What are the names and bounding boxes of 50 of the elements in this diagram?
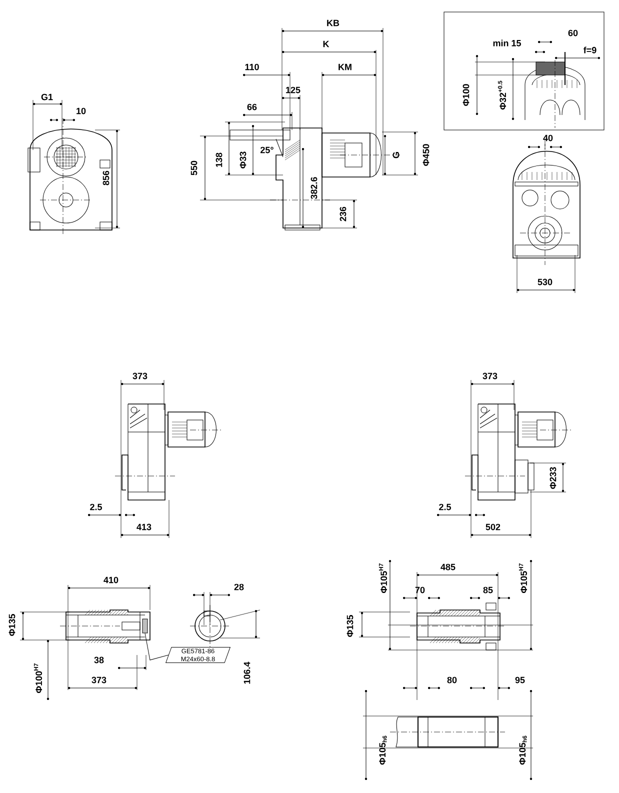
dimension-label: 2.5 <box>439 504 451 510</box>
dimension-label: f=9 <box>584 46 596 54</box>
dimension-label: 856 <box>102 170 110 186</box>
dimension-label: 138 <box>216 152 222 167</box>
leader-line <box>144 633 169 660</box>
dimension-label: 125 <box>286 86 300 94</box>
dimension-label: 40 <box>543 134 553 142</box>
dimension-label: 10 <box>76 108 86 114</box>
dimension-label: KB <box>327 20 340 26</box>
dimension-label: 382.6 <box>310 177 318 200</box>
dimension-label: KM <box>338 64 352 70</box>
dimension-label: K <box>323 40 330 48</box>
dimension-label: G1 <box>41 94 53 100</box>
dimension-label: 485 <box>440 564 456 570</box>
dimension-label: 85 <box>483 586 493 594</box>
dimension-label: 410 <box>104 576 118 584</box>
dimension-label: 70 <box>415 586 425 594</box>
dimension-label: 373 <box>132 372 148 380</box>
dimension-label: Φ450 <box>422 144 430 166</box>
dimension-label: Φ32$^{+0.5}$ <box>498 80 506 110</box>
dimension-label: Φ100 <box>462 84 470 106</box>
bolt-head <box>142 618 148 634</box>
dimension-label: 236 <box>340 206 346 222</box>
dimension-label: Φ100$^{H7}$ <box>34 663 42 694</box>
dimension-label: Φ105$^{H7}$ <box>378 563 388 594</box>
dimension-label: 550 <box>190 160 198 176</box>
dimension-label: 373 <box>482 372 498 380</box>
dimension-label: Φ33 <box>240 152 246 168</box>
dimension-label: Φ105$_{h6}$ <box>519 736 527 765</box>
dimension-label: 80 <box>447 676 457 684</box>
dimension-label: 106.4 <box>244 662 250 684</box>
dimension-label: 28 <box>234 584 244 590</box>
dimension-label: 66 <box>247 104 257 110</box>
dimension-label: 502 <box>486 524 500 530</box>
dimension-label: 60 <box>568 30 578 36</box>
dimension-label: Φ135 <box>346 615 354 637</box>
dimension-label: 38 <box>94 656 104 664</box>
dimension-label: 110 <box>245 64 259 70</box>
dimension-label: Φ135 <box>8 614 16 636</box>
dimension-label: 373 <box>92 676 106 684</box>
dimension-label: 25° <box>260 146 274 154</box>
dimension-label: Φ105$^{H7}$ <box>519 563 528 594</box>
dimension-label: 413 <box>136 524 152 530</box>
dimension-label: 2.5 <box>90 504 102 510</box>
dimension-label: Φ233 <box>550 467 556 489</box>
dimension-label: 530 <box>538 278 552 286</box>
dimension-label: 95 <box>515 676 525 684</box>
dimension-label: G <box>392 152 400 158</box>
dimension-label: Φ105$_{h6}$ <box>379 736 387 765</box>
dimension-label: min 15 <box>493 40 521 46</box>
